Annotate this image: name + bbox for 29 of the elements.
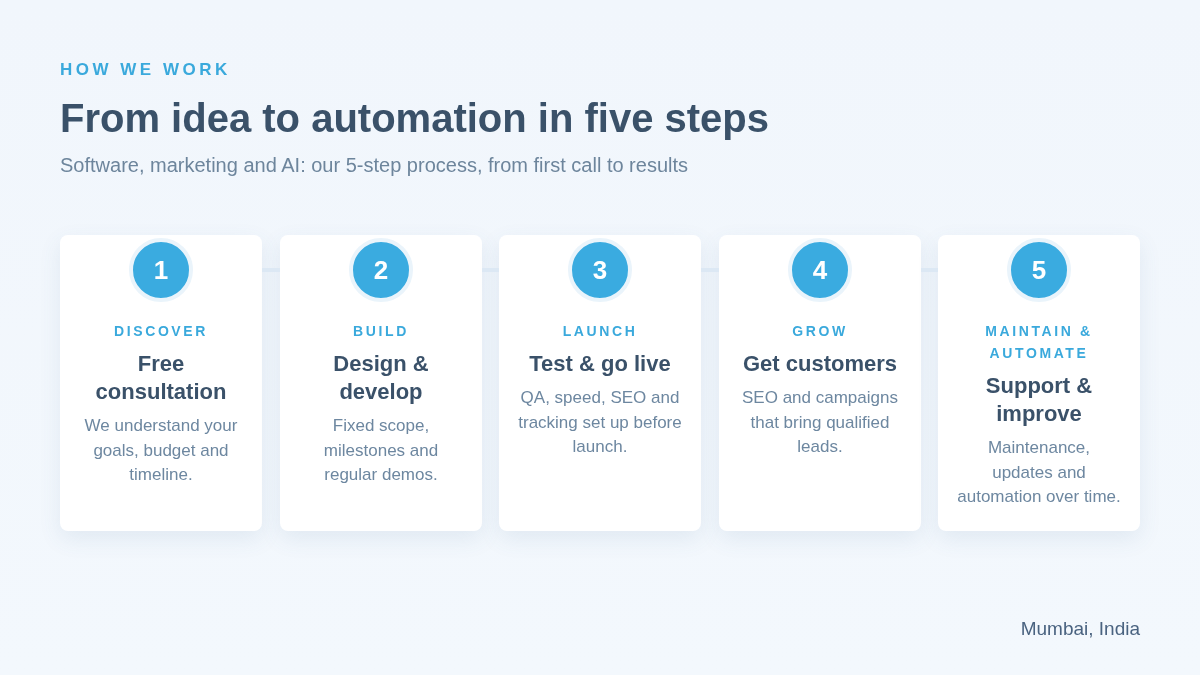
step-label: GROW — [792, 322, 848, 341]
step-number-badge: 5 — [1007, 238, 1071, 302]
step-title: Free consultation — [94, 350, 228, 406]
step-description: Maintenance, updates and automation over time. — [956, 437, 1122, 508]
step-number-badge: 1 — [129, 238, 193, 302]
step-card — [499, 235, 701, 531]
step-card — [719, 235, 921, 531]
step-title: Get customers — [742, 350, 898, 378]
step-label: BUILD — [353, 322, 409, 341]
step-description: SEO and campaigns that bring qualified leads. — [741, 387, 899, 458]
step-description: Fixed scope, milestones and regular demos. — [322, 415, 440, 486]
step-number-badge: 3 — [568, 238, 632, 302]
page-title: From idea to automation in five steps — [60, 95, 769, 142]
location-text: Mumbai, India — [1020, 617, 1140, 640]
step-label: LAUNCH — [562, 322, 638, 341]
step-label: DISCOVER — [114, 322, 208, 341]
step-title: Test & go live — [529, 350, 671, 378]
eyebrow-text: HOW WE WORK — [60, 60, 231, 80]
step-number-badge: 2 — [349, 238, 413, 302]
subtitle-text: Software, marketing and AI: our 5-step process, from first call to results — [60, 153, 689, 178]
step-description: QA, speed, SEO and tracking set up before launch. — [517, 387, 683, 458]
step-card — [280, 235, 482, 531]
step-title: Support & improve — [984, 372, 1094, 428]
step-description: We understand your goals, budget and timeline. — [83, 415, 239, 486]
step-title: Design & develop — [332, 350, 430, 406]
step-card — [60, 235, 262, 531]
step-label: MAINTAIN & AUTOMATE — [984, 322, 1094, 363]
step-number-badge: 4 — [788, 238, 852, 302]
step-card — [938, 235, 1140, 531]
